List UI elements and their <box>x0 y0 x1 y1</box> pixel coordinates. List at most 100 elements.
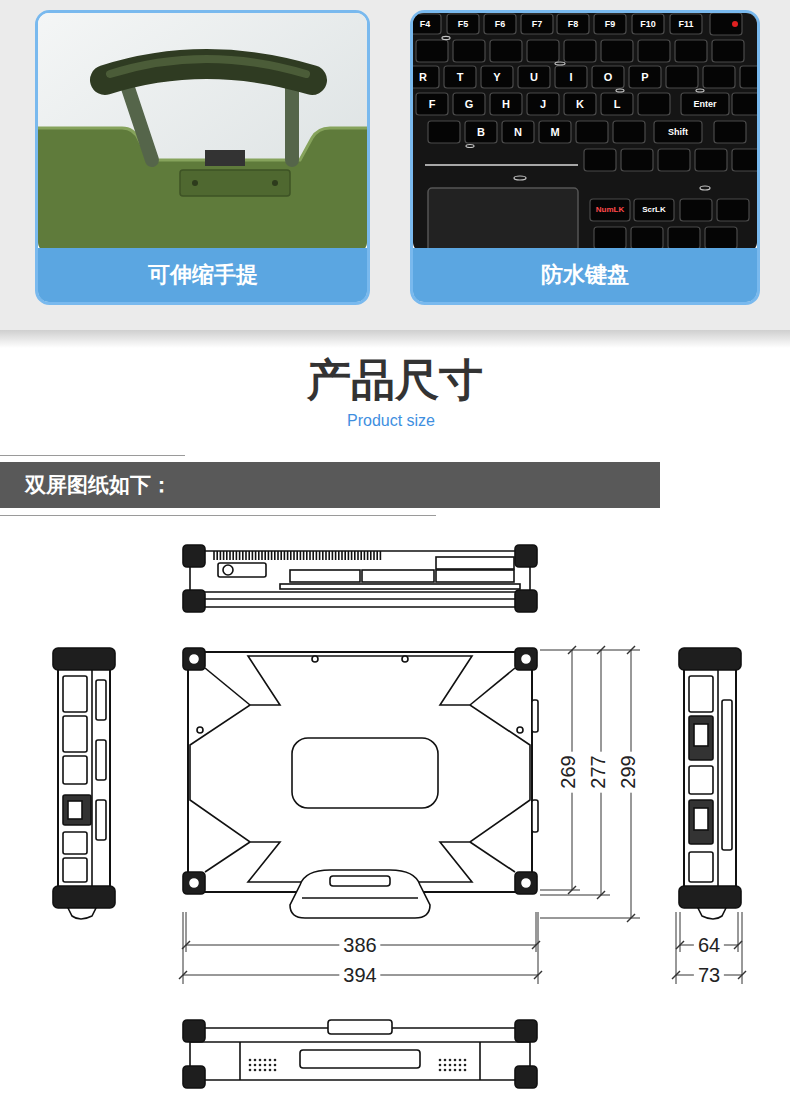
top-view-part <box>183 590 205 612</box>
key-label: F9 <box>605 20 616 29</box>
bottom-view-part-part <box>259 1069 262 1072</box>
key-label: F11 <box>678 20 693 29</box>
left-side-view-part <box>53 886 115 908</box>
dimension-lines-part <box>179 646 746 979</box>
keyboard-card-part <box>412 12 759 304</box>
keyboard-key <box>717 199 749 221</box>
top-view-part-part <box>261 551 263 560</box>
key-label: P <box>641 72 648 83</box>
keyboard-key <box>629 66 661 88</box>
dimension-value: 277 <box>587 751 609 792</box>
bottom-view-part-part <box>459 1069 462 1072</box>
keyboard-key <box>631 227 663 249</box>
handle-photo-part <box>285 88 299 160</box>
front-view-part <box>190 879 198 887</box>
key-label: Enter <box>693 100 716 109</box>
key-label: F4 <box>420 20 431 29</box>
top-background-part <box>0 0 790 330</box>
right-side-view-part <box>689 852 713 882</box>
bottom-view-part-part <box>464 1064 467 1067</box>
top-view-part <box>515 545 537 567</box>
bottom-view-part <box>249 1059 467 1072</box>
dimension-lines-part <box>540 890 580 891</box>
dimension-lines-part-part <box>182 941 190 949</box>
top-view-part-part <box>370 551 372 560</box>
keyboard-key <box>490 93 522 115</box>
key-label: O <box>604 72 613 83</box>
top-view-part-part <box>354 551 356 560</box>
bottom-view-part-part <box>459 1059 462 1062</box>
dimension-lines-part-part <box>597 646 605 654</box>
top-view-part-part <box>328 551 330 560</box>
handle-card <box>37 12 369 304</box>
top-view-part-part <box>258 551 260 560</box>
right-side-view-part <box>694 808 708 830</box>
bottom-view-part-part <box>254 1059 257 1062</box>
bottom-view-part-part <box>274 1064 277 1067</box>
top-view-part-part <box>348 551 350 560</box>
dimension-lines-part <box>742 912 743 984</box>
key-label: J <box>540 99 546 110</box>
front-view-part <box>470 842 515 872</box>
right-side-view-part <box>689 800 713 844</box>
top-view-part-part <box>274 551 276 560</box>
right-side-view-part <box>722 700 732 850</box>
top-view-part <box>290 570 360 582</box>
water-drops-part <box>466 145 474 148</box>
keyboard-key <box>453 93 485 115</box>
keyboard-key <box>416 40 448 62</box>
bottom-view-part-part <box>454 1064 457 1067</box>
key-label: T <box>457 72 464 83</box>
keyboard-key <box>590 199 630 221</box>
dimension-lines-part <box>540 650 640 651</box>
top-view-part-part <box>271 551 273 560</box>
bottom-view-part-part <box>444 1069 447 1072</box>
key-label: B <box>477 127 485 138</box>
keyboard-key <box>594 14 626 34</box>
top-view-part-part <box>226 551 228 560</box>
keyboard-key <box>584 149 616 171</box>
left-side-view-part <box>63 716 87 752</box>
top-view-part-part <box>335 551 337 560</box>
top-view-part-part <box>290 551 292 560</box>
top-view-part <box>436 570 514 582</box>
dimension-lines-part-part <box>568 886 576 894</box>
top-view-part <box>218 563 266 577</box>
handle-photo-part <box>110 59 306 74</box>
keyboard-key <box>740 66 757 88</box>
front-view-part <box>190 656 530 882</box>
keyboard-key <box>675 40 707 62</box>
bottom-view <box>183 1020 537 1088</box>
left-side-view-part <box>63 832 87 854</box>
top-view-part <box>214 551 380 560</box>
dimension-lines-part <box>540 918 640 919</box>
keyboard-key <box>518 66 550 88</box>
top-view-part-part <box>322 551 324 560</box>
right-side-view-part <box>717 670 719 886</box>
top-view-part-part <box>296 551 298 560</box>
front-view-part <box>205 842 250 872</box>
bottom-view-part-part <box>464 1059 467 1062</box>
right-side-view-part <box>689 766 713 794</box>
water-drops <box>442 36 710 190</box>
bottom-view-part-part <box>454 1059 457 1062</box>
water-drops-part <box>442 36 450 39</box>
key-label: ScrLK <box>642 206 666 214</box>
top-view-part-part <box>373 551 375 560</box>
front-view-part <box>190 655 198 663</box>
feature-label-bar: 可伸缩手提 <box>38 248 367 302</box>
front-view-part <box>302 897 418 899</box>
right-side-view-part <box>679 886 741 908</box>
keyboard-photo-part <box>425 164 578 166</box>
bar-label: 可伸缩手提 <box>148 263 258 287</box>
front-view-part <box>290 870 430 918</box>
subtitle: Product size <box>347 413 435 429</box>
top-view-part <box>362 570 434 582</box>
dimension-lines-part <box>540 895 610 896</box>
front-view-part <box>522 879 530 887</box>
keyboard-key <box>714 121 746 143</box>
left-side-view-part <box>63 795 91 825</box>
key-label: L <box>614 99 621 110</box>
handle-photo-part <box>272 180 278 186</box>
